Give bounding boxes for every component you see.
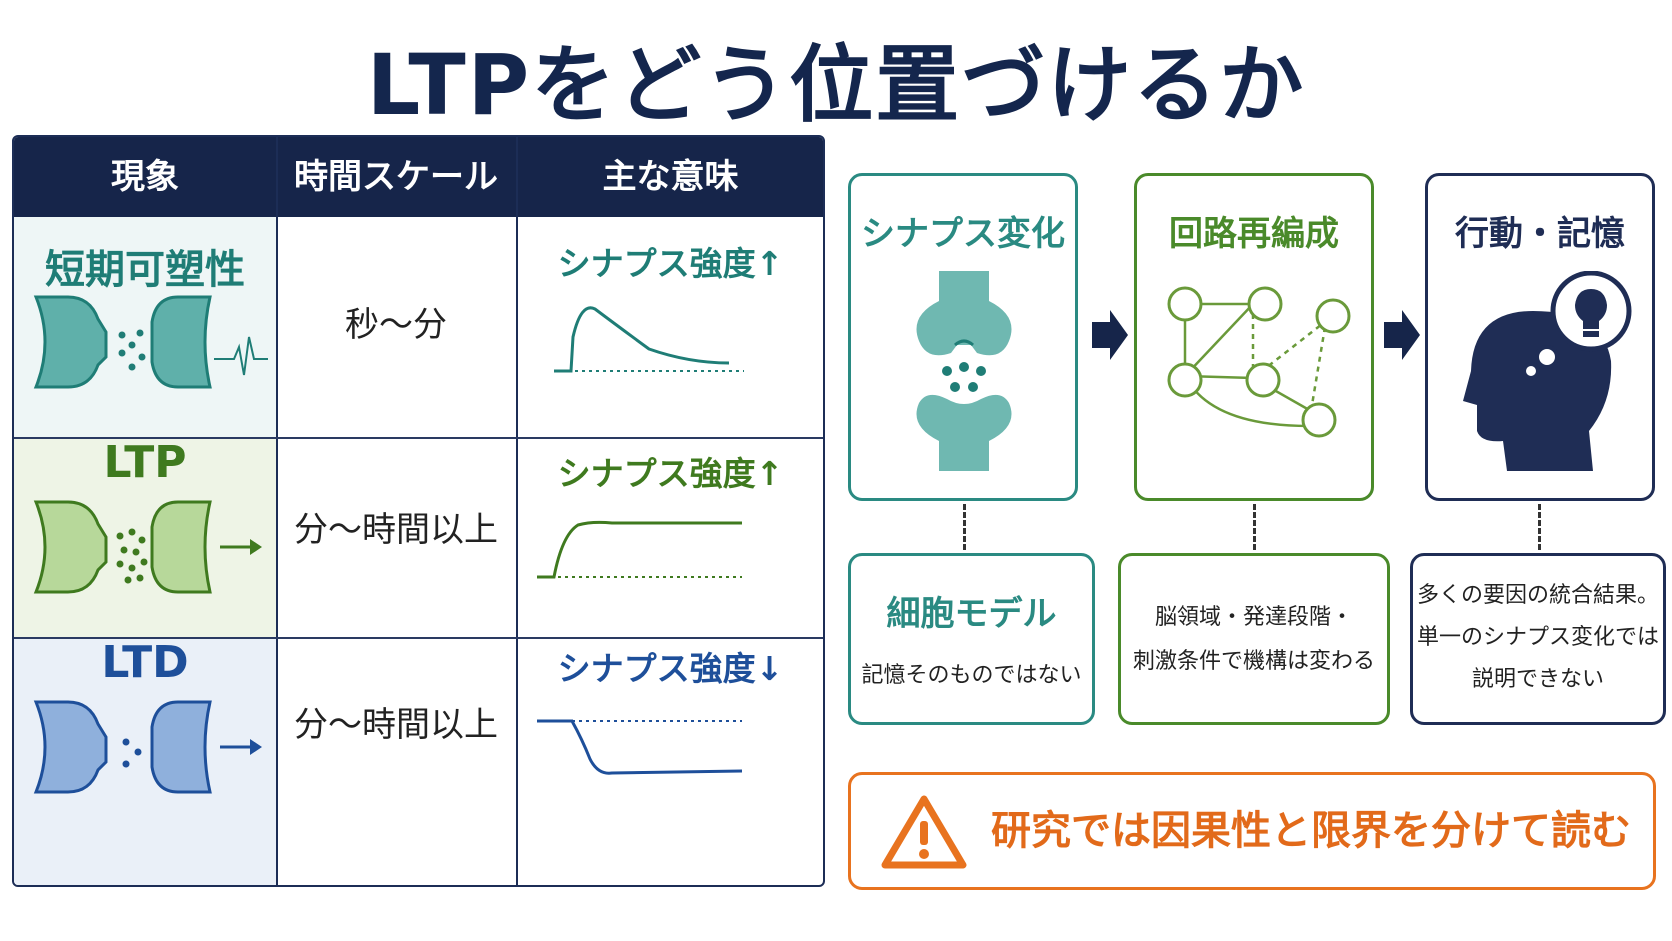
curve-ltd bbox=[537, 719, 743, 775]
curve-ltp bbox=[537, 520, 742, 579]
note-cell-model: 細胞モデル 記憶そのものではない bbox=[848, 553, 1095, 725]
synapse-icon bbox=[33, 500, 262, 594]
synapse-icon bbox=[33, 295, 268, 389]
row-label-short-term: 短期可塑性 bbox=[45, 247, 245, 293]
warning-icon bbox=[881, 795, 967, 869]
step-behavior-memory: 行動・記憶 bbox=[1425, 173, 1655, 501]
timescale-ltp: 分〜時間以上 bbox=[294, 510, 498, 550]
curve-short-term bbox=[554, 306, 744, 373]
note-behavior: 多くの要因の統合結果。 単一のシナプス変化では 説明できない bbox=[1410, 553, 1666, 725]
synapse-icon bbox=[916, 271, 1012, 471]
note-circuit: 脳領域・発達段階・ 刺激条件で機構は変わる bbox=[1118, 553, 1390, 725]
meaning-short-term: シナプス強度↑ bbox=[557, 244, 784, 283]
note-title: 細胞モデル bbox=[886, 594, 1057, 634]
step-circuit-reorganization: 回路再編成 bbox=[1134, 173, 1374, 501]
step-title: 行動・記憶 bbox=[1455, 214, 1625, 254]
synapse-icon bbox=[33, 700, 262, 794]
step-synapse-change: シナプス変化 bbox=[848, 173, 1078, 501]
row-label-ltp: LTP bbox=[103, 437, 187, 488]
note-text-line-2: 単一のシナプス変化では bbox=[1416, 625, 1659, 650]
timescale-short-term: 秒〜分 bbox=[345, 305, 447, 345]
note-text-line-1: 多くの要因の統合結果。 bbox=[1416, 583, 1659, 608]
header-meaning: 主な意味 bbox=[602, 157, 739, 197]
note-text: 記憶そのものではない bbox=[861, 663, 1082, 688]
note-text-line-2: 刺激条件で機構は変わる bbox=[1132, 649, 1375, 674]
note-text-line-1: 脳領域・発達段階・ bbox=[1154, 605, 1353, 630]
warning-banner: 研究では因果性と限界を分けて読む bbox=[848, 772, 1656, 890]
note-text-line-3: 説明できない bbox=[1471, 667, 1604, 692]
timescale-ltd: 分〜時間以上 bbox=[294, 705, 498, 745]
network-icon bbox=[1167, 286, 1351, 438]
page-title: LTPをどう位置づけるか bbox=[366, 36, 1306, 134]
arrow-right-icon bbox=[1384, 310, 1420, 360]
row-label-ltd: LTD bbox=[101, 637, 189, 688]
warning-text: 研究では因果性と限界を分けて読む bbox=[991, 808, 1631, 854]
table-header: 現象 時間スケール 主な意味 bbox=[14, 137, 823, 217]
header-phenomenon: 現象 bbox=[111, 157, 179, 197]
step-title: シナプス変化 bbox=[861, 214, 1065, 254]
step-title: 回路再編成 bbox=[1169, 214, 1339, 254]
meaning-ltd: シナプス強度↓ bbox=[557, 649, 784, 688]
comparison-table: 現象 時間スケール 主な意味 短期可塑性 秒〜分 シナプス強度↑ LTP 分〜 bbox=[12, 135, 825, 887]
meaning-ltp: シナプス強度↑ bbox=[557, 454, 784, 493]
arrow-right-icon bbox=[1092, 310, 1128, 360]
head-lightbulb-icon bbox=[1463, 271, 1632, 471]
header-timescale: 時間スケール bbox=[294, 157, 498, 197]
